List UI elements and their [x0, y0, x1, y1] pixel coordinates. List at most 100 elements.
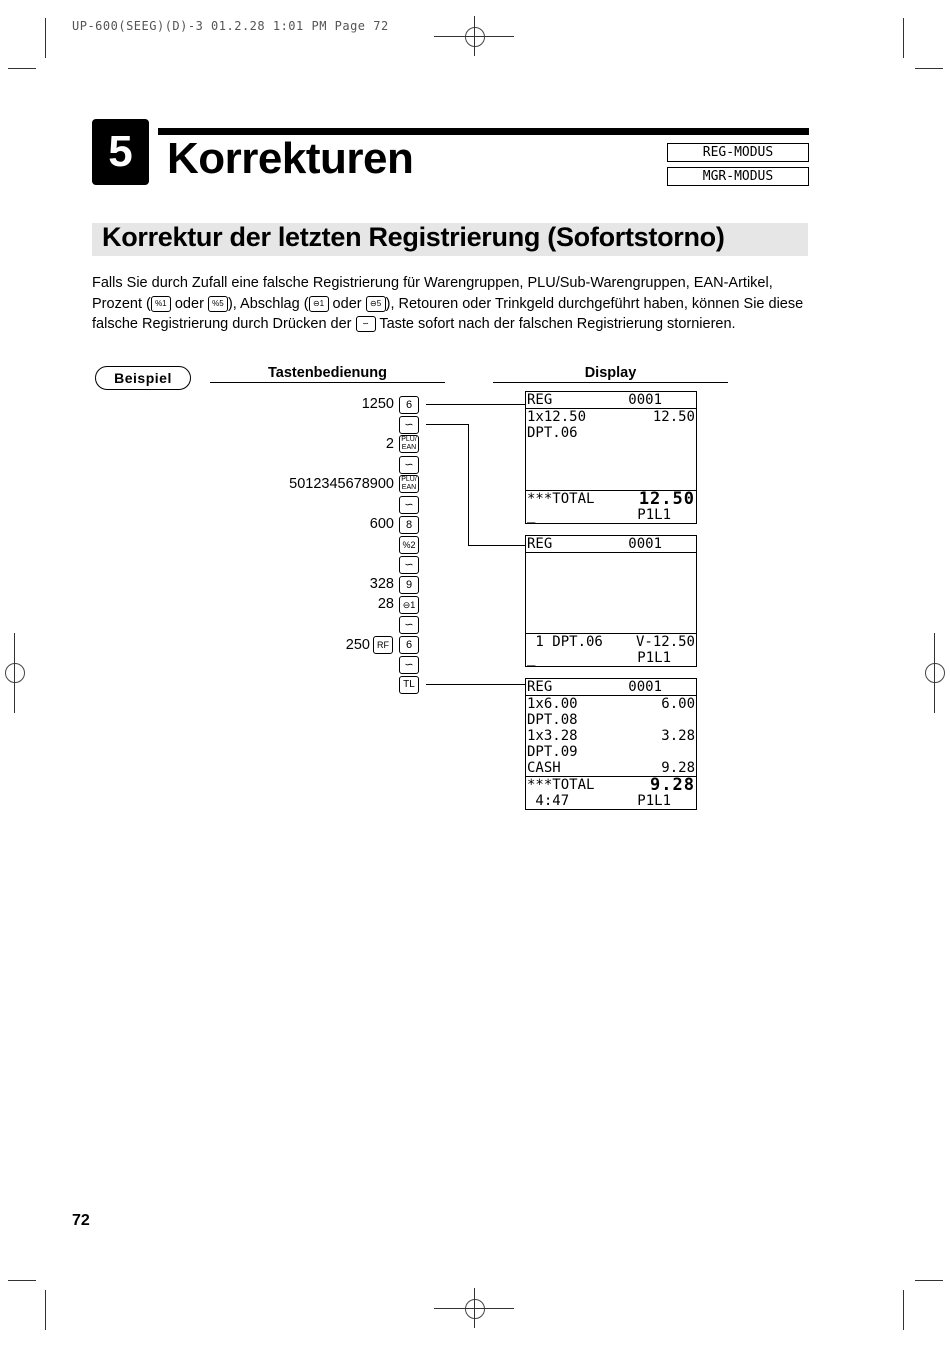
key-entry-label: 5012345678900: [289, 476, 394, 492]
key-entry-label: 28: [377, 596, 394, 612]
void-key: ∽: [399, 456, 419, 474]
print-header: UP-600(SEEG)(D)-3 01.2.28 1:01 PM Page 7…: [72, 19, 389, 33]
key-entry-label: 600: [369, 516, 394, 532]
display-mode: REG: [527, 536, 553, 552]
dept9-key: 9: [399, 576, 419, 594]
display-item-qty: 1x12.50: [527, 409, 587, 425]
crop-mark: [903, 18, 904, 58]
void-key: ∽: [399, 556, 419, 574]
display-counter: 0001: [628, 679, 662, 695]
display-mode: REG: [527, 392, 553, 408]
connector-line: [426, 404, 525, 405]
crop-mark: [14, 633, 15, 713]
key-entry-label: 328: [369, 576, 394, 592]
display-cash-amount: 9.28: [661, 760, 695, 776]
connector-line: [468, 545, 525, 546]
display-counter: 0001: [628, 392, 662, 408]
void-key: ∽: [399, 656, 419, 674]
refund-key: RF: [373, 636, 393, 654]
connector-line: [426, 684, 525, 685]
registration-mark-icon: [465, 27, 485, 47]
display-cursor: _: [527, 507, 536, 523]
crop-mark: [903, 1290, 904, 1330]
display-position: P1L1: [637, 507, 671, 523]
display-void-amount: V-12.50: [635, 634, 695, 650]
display-counter: 0001: [628, 536, 662, 552]
display-total-amount: 12.50: [638, 489, 695, 509]
plu-ean-key: PLU/EAN: [399, 475, 419, 493]
discount5-key-icon: ⊖5: [365, 295, 386, 312]
paragraph-text: oder: [170, 295, 208, 312]
display-dept: DPT.06: [527, 425, 578, 441]
display-cash-label: CASH: [527, 760, 561, 776]
display-item-amount: 6.00: [661, 696, 695, 712]
display-item-qty: 1x6.00: [527, 696, 578, 712]
display-dept: DPT.09: [527, 744, 578, 760]
display-position: P1L1: [637, 793, 671, 809]
crop-mark: [474, 1288, 475, 1328]
connector-line: [426, 424, 469, 425]
paragraph-text: Taste sofort nach der falschen Registrie…: [375, 316, 736, 332]
section-heading-band: [92, 223, 808, 256]
chapter-number-badge: 5: [92, 119, 149, 185]
registration-mark-icon: [465, 1299, 485, 1319]
section-title: Korrektur der letzten Registrierung (Sof…: [102, 222, 725, 252]
display-heading: Display: [584, 365, 637, 381]
crop-mark: [8, 68, 36, 69]
void-key: ∽: [399, 616, 419, 634]
intro-paragraph: Falls Sie durch Zufall eine falsche Regi…: [92, 273, 812, 335]
key-entry-label: 250: [345, 637, 370, 653]
void-key: ∽: [399, 496, 419, 514]
crop-mark: [934, 633, 935, 713]
crop-mark: [474, 16, 475, 56]
paragraph-text: ), Retouren oder Trinkgeld durchgeführt …: [92, 295, 804, 333]
crop-mark: [45, 1290, 46, 1330]
page-number: 72: [72, 1212, 90, 1229]
chapter-rule: [158, 128, 809, 135]
display-item-amount: 12.50: [652, 409, 695, 425]
percent5-key-icon: %5: [207, 295, 228, 312]
void-key-icon: ∽: [355, 316, 376, 333]
display-time: 4:47: [527, 793, 570, 809]
discount1-key: ⊖1: [399, 596, 419, 614]
crop-mark: [45, 18, 46, 58]
mode-label-mgr: MGR-MODUS: [667, 167, 809, 186]
display-dept: DPT.08: [527, 712, 578, 728]
display-cursor: _: [527, 650, 536, 666]
key-operation-heading: Tastenbedienung: [268, 365, 387, 381]
key-entry-label: 1250: [361, 396, 394, 412]
heading-underline: [210, 382, 445, 383]
display-void-line: 1 DPT.06: [527, 634, 603, 650]
connector-line: [468, 424, 469, 545]
display-total-amount: 9.28: [650, 775, 695, 795]
registration-mark-icon: [5, 663, 25, 683]
paragraph-text: Falls Sie durch Zufall eine falsche Regi…: [92, 275, 773, 312]
chapter-title: Korrekturen: [167, 134, 414, 183]
paragraph-text: oder: [328, 295, 366, 312]
example-badge: Beispiel: [95, 366, 191, 390]
mode-label-reg: REG-MODUS: [667, 143, 809, 162]
plu-ean-key: PLU/EAN: [399, 435, 419, 453]
display-screen-2: REG 0001 1 DPT.06 V-12.50 _ P1L1: [525, 535, 697, 667]
display-screen-1: REG 0001 1x12.50 12.50 DPT.06 ***TOTAL 12.5…: [525, 391, 697, 524]
discount1-key-icon: ⊖1: [308, 295, 329, 312]
display-mode: REG: [527, 679, 553, 695]
display-total-label: ***TOTAL: [527, 777, 595, 793]
dept6-key: 6: [399, 396, 419, 414]
registration-mark-icon: [925, 663, 945, 683]
crop-mark: [915, 68, 943, 69]
percent2-key: %2: [399, 536, 419, 554]
key-entry-label: 2: [385, 436, 394, 452]
heading-underline: [493, 382, 728, 383]
dept6-key: 6: [399, 636, 419, 654]
percent1-key-icon: %1: [150, 295, 171, 312]
display-position: P1L1: [637, 650, 671, 666]
display-total-label: ***TOTAL: [527, 491, 595, 507]
paragraph-text: ), Abschlag (: [227, 295, 309, 312]
crop-mark: [8, 1280, 36, 1281]
crop-mark: [915, 1280, 943, 1281]
dept8-key: 8: [399, 516, 419, 534]
total-key: TL: [399, 676, 419, 694]
void-key: ∽: [399, 416, 419, 434]
